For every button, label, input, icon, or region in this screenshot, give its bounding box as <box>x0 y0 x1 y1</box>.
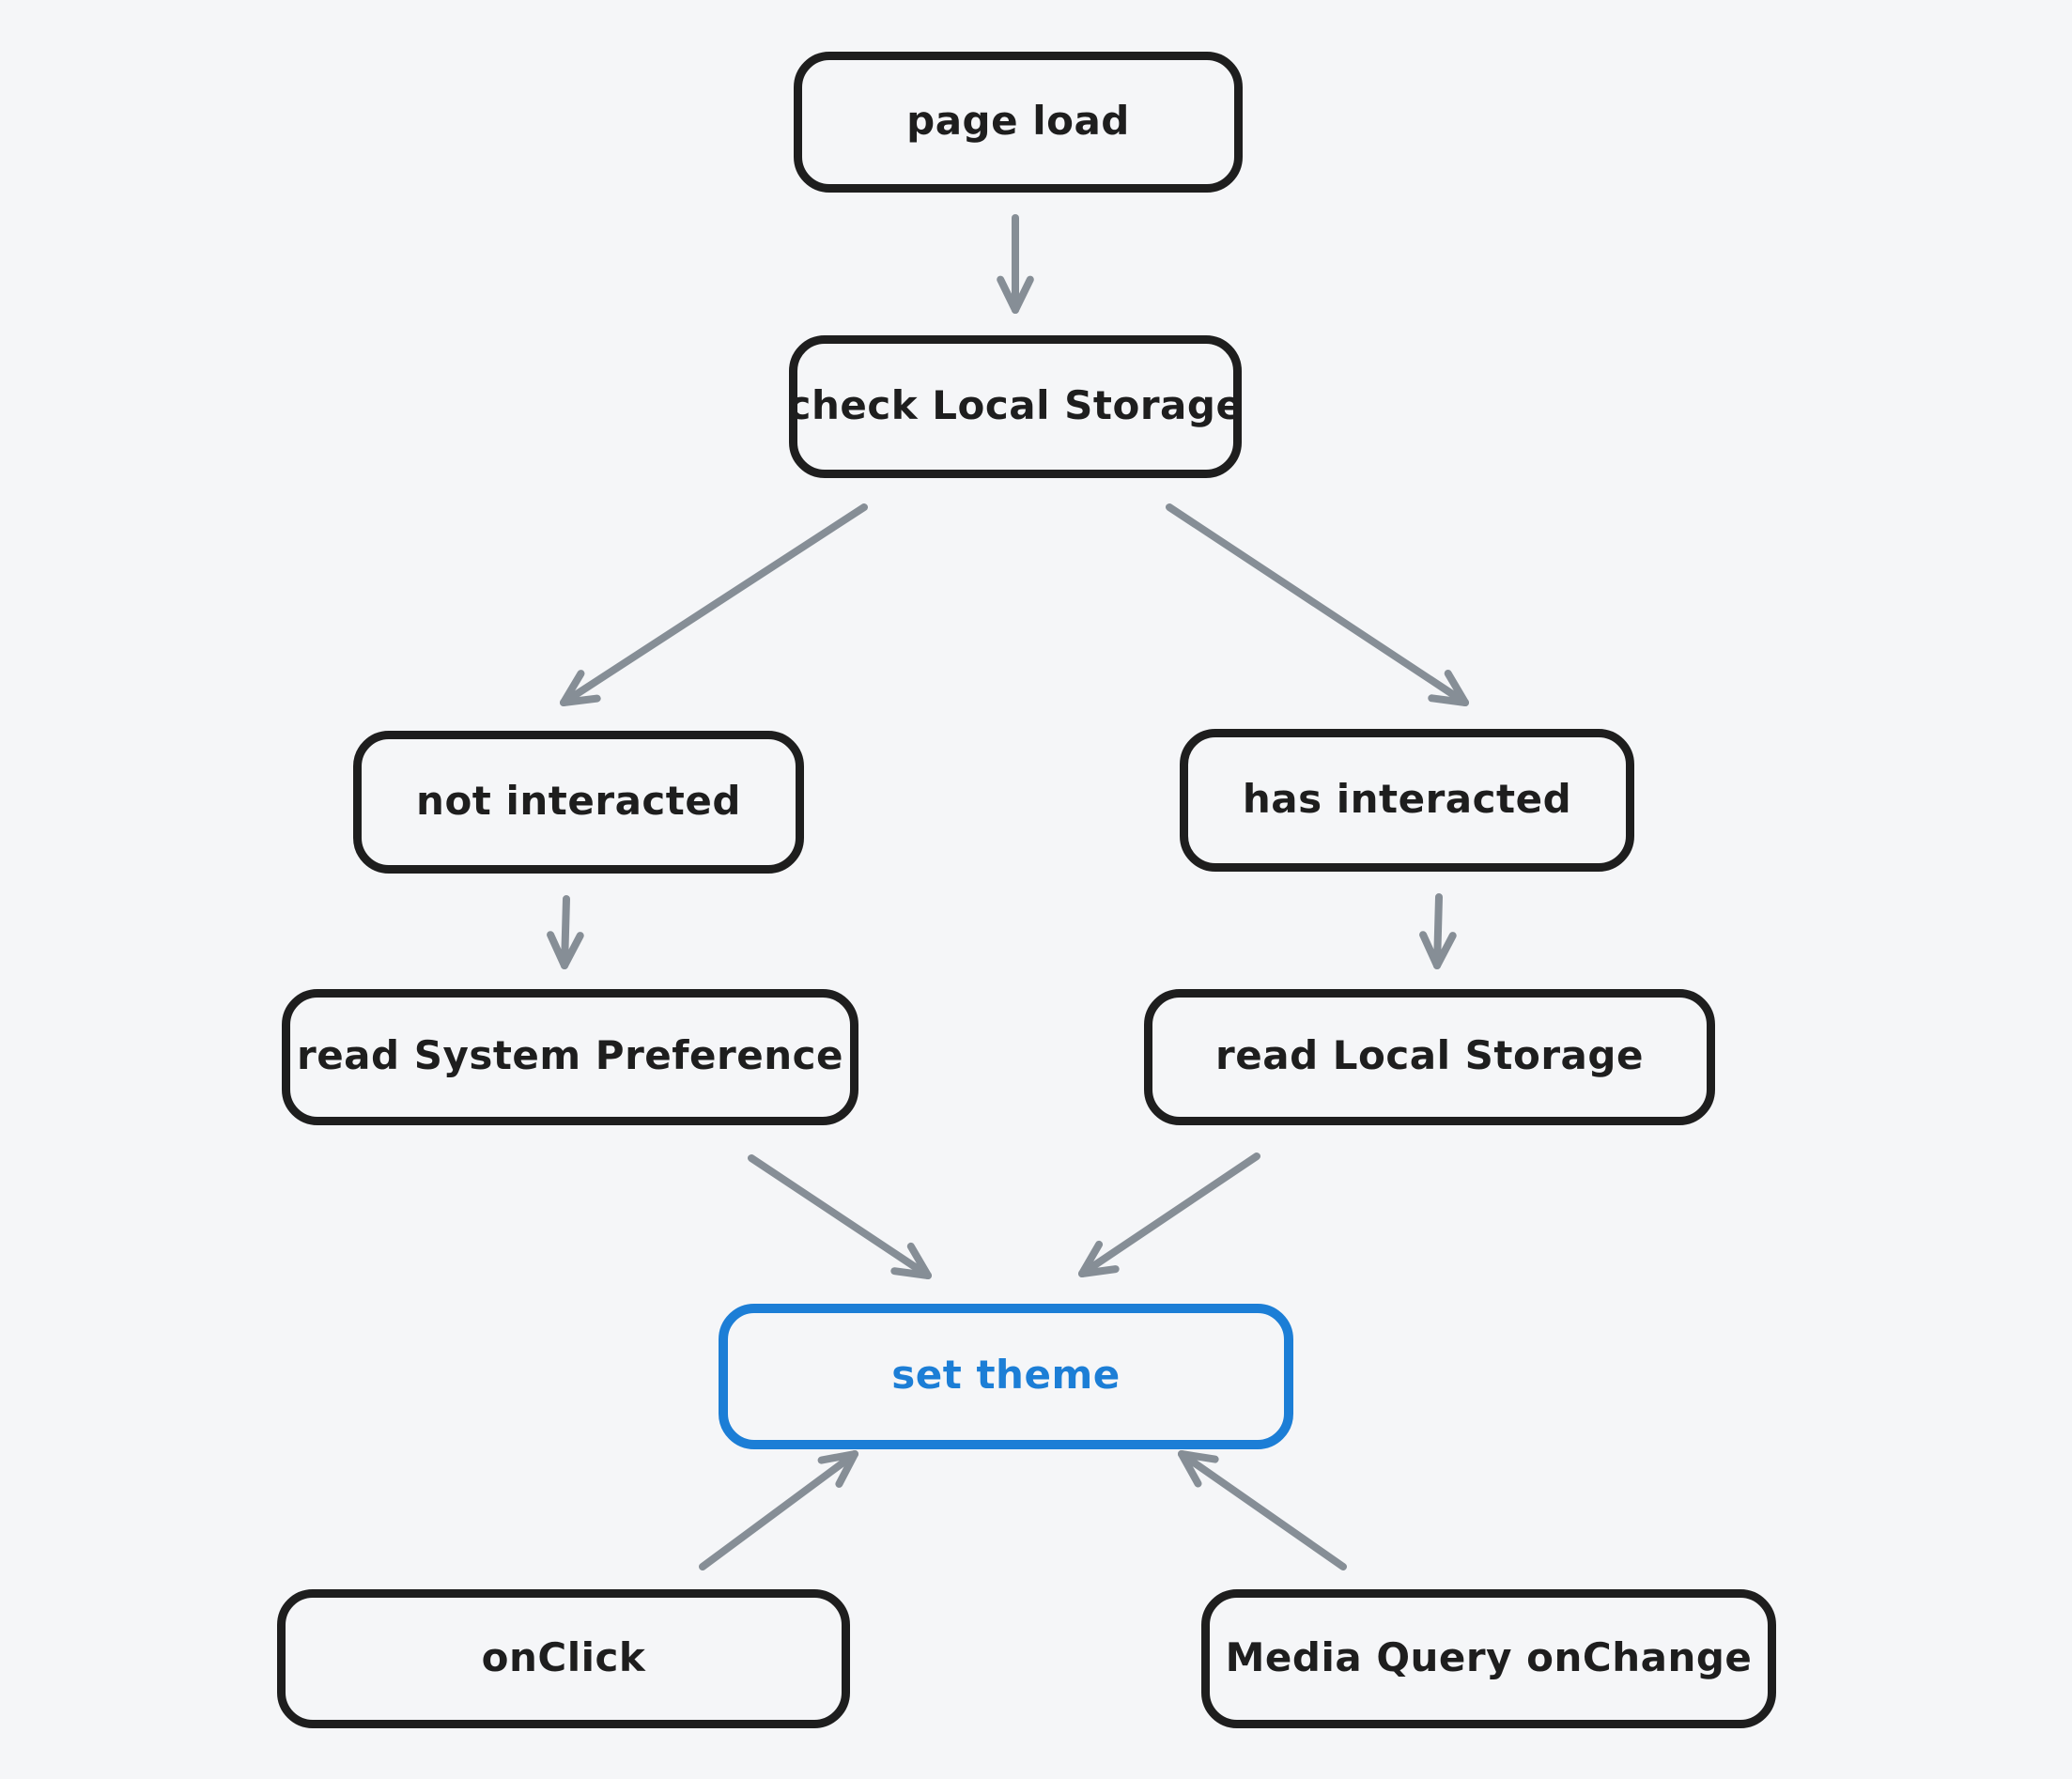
node-media-query-onchange: Media Query onChange <box>1201 1589 1776 1728</box>
edge-has-interacted-to-read-local-storage <box>1419 893 1457 969</box>
arrowhead <box>1078 1240 1104 1277</box>
arrowhead <box>997 275 1019 314</box>
node-has-interacted-label: has interacted <box>1242 775 1572 822</box>
node-read-system-preference-label: read System Preference <box>296 1032 844 1078</box>
edge-read-system-preference-to-set-theme <box>748 1154 932 1279</box>
node-read-local-storage: read Local Storage <box>1144 989 1715 1125</box>
node-media-query-onchange-label: Media Query onChange <box>1225 1633 1753 1680</box>
node-check-local-storage-label: check Local Storage <box>787 381 1244 428</box>
node-set-theme: set theme <box>719 1304 1293 1449</box>
node-read-system-preference: read System Preference <box>282 989 858 1125</box>
node-set-theme-label: set theme <box>891 1352 1121 1398</box>
edge-check-local-storage-to-has-interacted <box>1166 503 1469 706</box>
arrowhead <box>560 694 601 706</box>
arrowhead <box>906 1242 932 1279</box>
arrowhead <box>1419 931 1441 969</box>
arrowhead <box>1428 694 1469 706</box>
arrowhead <box>561 932 584 969</box>
node-onclick-label: onClick <box>481 1633 646 1680</box>
arrowhead <box>1433 932 1457 969</box>
arrowhead <box>547 931 568 969</box>
node-page-load-label: page load <box>906 97 1130 144</box>
arrowhead <box>1444 670 1469 706</box>
node-not-interacted: not interacted <box>353 731 804 874</box>
node-not-interacted-label: not interacted <box>416 777 741 824</box>
arrowhead <box>817 1450 858 1464</box>
edge-check-local-storage-to-not-interacted <box>560 503 868 706</box>
edge-media-query-onchange-to-set-theme <box>1178 1450 1347 1570</box>
arrowhead <box>1078 1265 1120 1277</box>
node-check-local-storage: check Local Storage <box>787 335 1244 478</box>
arrowhead <box>1178 1450 1219 1463</box>
arrowhead <box>1178 1450 1202 1488</box>
edge-not-interacted-to-read-system-preference <box>547 895 584 969</box>
edge-read-local-storage-to-set-theme <box>1078 1152 1260 1277</box>
node-onclick: onClick <box>277 1589 850 1728</box>
node-has-interacted: has interacted <box>1180 729 1634 872</box>
arrowhead <box>890 1267 932 1279</box>
edge-page-load-to-check-local-storage <box>997 214 1034 314</box>
arrowhead <box>560 670 585 706</box>
arrowhead <box>1012 275 1034 314</box>
node-page-load: page load <box>794 52 1243 193</box>
node-read-local-storage-label: read Local Storage <box>1215 1032 1644 1078</box>
arrowhead <box>835 1450 858 1488</box>
edge-onclick-to-set-theme <box>699 1450 858 1570</box>
